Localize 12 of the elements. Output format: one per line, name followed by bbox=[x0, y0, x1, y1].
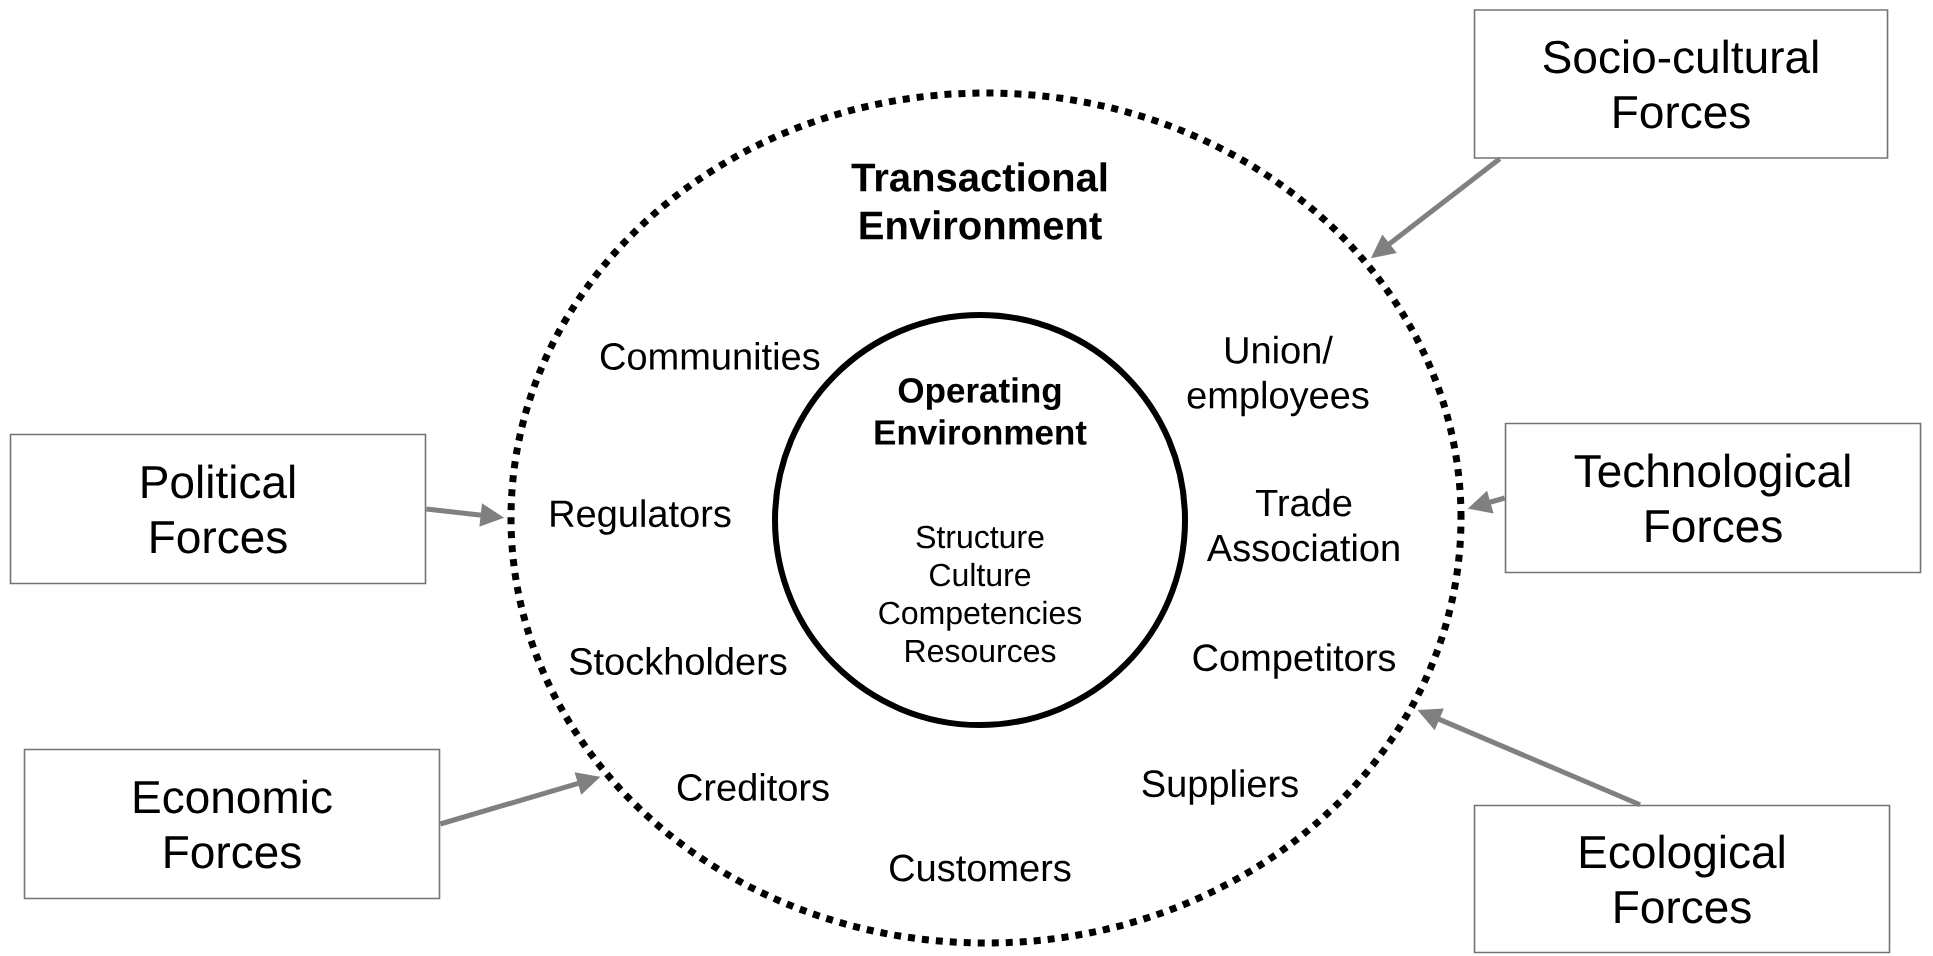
ring-label: Suppliers bbox=[1142, 769, 1298, 805]
ring-label: Creditors bbox=[677, 773, 829, 801]
ring-label: Customers bbox=[890, 854, 1071, 882]
force-box: Ecological Forces bbox=[1473, 804, 1891, 954]
force-box: Economic Forces bbox=[23, 748, 441, 900]
ring-label: Stockholders bbox=[569, 647, 787, 675]
ring-label: Communities bbox=[600, 342, 820, 370]
ring-label: Regulators bbox=[551, 499, 731, 535]
force-box: Technological Forces bbox=[1504, 422, 1922, 574]
force-box: Socio-cultural Forces bbox=[1473, 9, 1889, 159]
force-box: Political Forces bbox=[9, 433, 427, 585]
ring-label: Trade Association bbox=[1206, 488, 1399, 562]
